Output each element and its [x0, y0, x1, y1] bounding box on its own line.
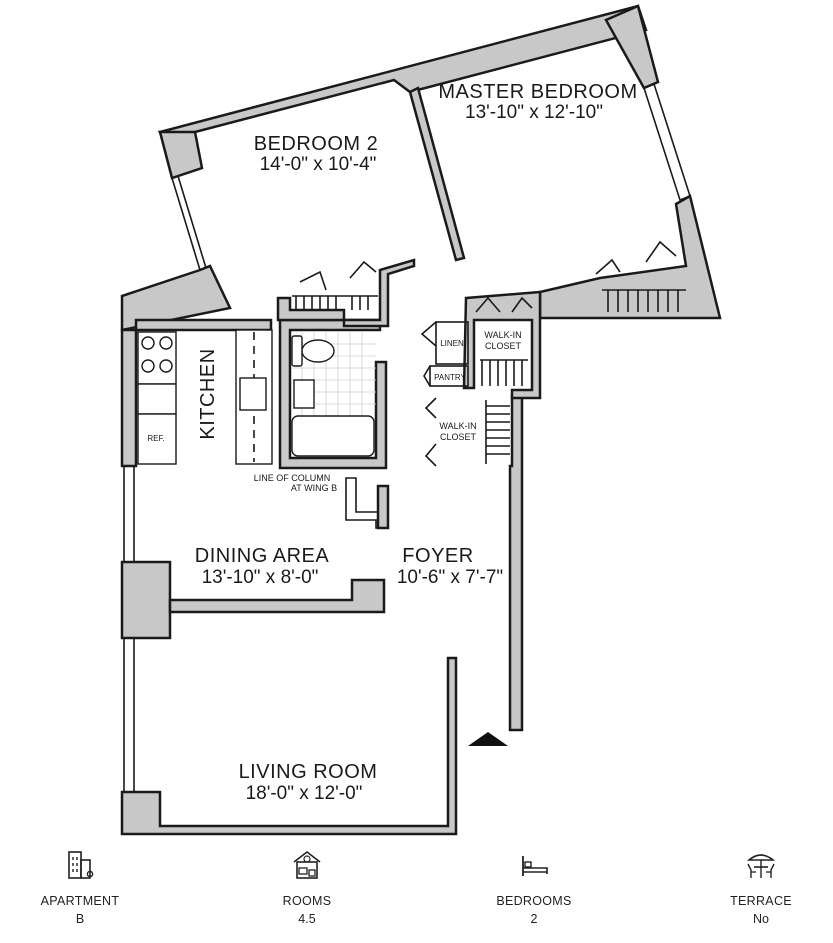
terrace-icon: [746, 854, 776, 878]
door-bedroom2-closet-a: [299, 270, 327, 291]
column-foyer: [376, 484, 390, 530]
closet-hatch-foyer: [485, 400, 510, 464]
room-bedroom2-name: BEDROOM 2: [254, 133, 379, 155]
door-foyer-closet-b: [424, 443, 437, 467]
stat-bedrooms-value: 2: [530, 912, 538, 926]
stat-terrace-value: No: [753, 912, 769, 926]
window-master: [643, 82, 691, 202]
room-living-name: LIVING ROOM: [239, 761, 378, 783]
pantry-closet: [429, 365, 469, 387]
room-dining-name: DINING AREA: [195, 545, 330, 567]
closet-hatch-bedroom2: [292, 295, 378, 310]
stat-terrace-label: TERRACE: [730, 894, 792, 908]
wall-dining-divider: [168, 578, 386, 614]
room-foyer-dims: 10'-6" x 7'-7": [397, 567, 503, 588]
door-foyer-closet-a: [424, 397, 437, 419]
bathtub: [291, 415, 375, 457]
wall-master-corner: [604, 4, 660, 90]
label-walkin-foyer-2: CLOSET: [440, 432, 477, 442]
wall-between-bedrooms: [408, 86, 466, 262]
room-master-name: MASTER BEDROOM: [438, 81, 637, 103]
door-pantry: [423, 365, 431, 387]
stat-terrace: TERRACE No: [681, 848, 833, 926]
entrance-arrow: [468, 732, 508, 746]
door-master-closet-b: [645, 240, 677, 263]
stat-bedrooms-label: BEDROOMS: [496, 894, 572, 908]
label-walkin-master-2: CLOSET: [485, 341, 522, 351]
bed-icon: [522, 856, 548, 876]
stat-apartment-label: APARTMENT: [40, 894, 120, 908]
house-icon: [293, 850, 321, 879]
room-kitchen-name: KITCHEN: [197, 348, 219, 439]
closet-hatch-walkin: [480, 359, 528, 386]
label-linen: LINEN: [440, 339, 464, 348]
room-bedroom2-dims: 14'-0" x 10'-4": [260, 154, 377, 175]
window-bedroom2: [171, 174, 207, 272]
wall-master-right: [538, 194, 722, 320]
apartment-stats: APARTMENT B ROOMS 4.5 BEDROOMS 2: [0, 848, 833, 943]
stat-apartment-value: B: [75, 912, 85, 926]
door-bedroom2-closet-b: [349, 260, 377, 279]
door-linen: [420, 321, 437, 347]
building-icon: [68, 851, 94, 879]
label-pantry: PANTRY: [434, 373, 466, 382]
label-column-1: LINE OF COLUMN: [254, 473, 331, 483]
stat-rooms-label: ROOMS: [282, 894, 332, 908]
column-line: [345, 477, 379, 529]
toilet-bowl: [301, 339, 335, 363]
wall-bedroom2-corner: [158, 130, 204, 180]
room-dining-dims: 13'-10" x 8'-0": [202, 567, 319, 588]
room-living-dims: 18'-0" x 12'-0": [246, 783, 363, 804]
stat-bedrooms: BEDROOMS 2: [454, 848, 614, 926]
door-master-closet-a: [595, 258, 621, 275]
window-living: [123, 637, 135, 793]
wall-bedroom2-closet: [276, 258, 416, 328]
room-foyer-name: FOYER: [402, 545, 473, 567]
sink: [239, 377, 267, 411]
column-dining: [120, 560, 172, 640]
label-walkin-master-1: WALK-IN: [484, 330, 521, 340]
refrigerator: [137, 413, 177, 465]
closet-hatch-master: [602, 289, 686, 312]
door-walkin-b: [511, 296, 533, 313]
door-walkin-a: [475, 296, 501, 313]
toilet-tank: [291, 335, 303, 367]
stat-rooms: ROOMS 4.5: [227, 848, 387, 926]
label-column-2: AT WING B: [291, 483, 337, 493]
bath-sink: [293, 379, 315, 409]
stat-rooms-value: 4.5: [298, 912, 316, 926]
wall-foyer-right: [508, 394, 524, 732]
wall-kitchen-left: [120, 328, 138, 468]
counter-left: [137, 383, 177, 415]
window-dining: [123, 465, 135, 563]
stat-apartment: APARTMENT B: [0, 848, 160, 926]
label-walkin-foyer-1: WALK-IN: [439, 421, 476, 431]
floor-plan: BEDROOM 2 14'-0" x 10'-4" MASTER BEDROOM…: [120, 4, 722, 836]
label-ref: REF.: [147, 434, 164, 443]
room-master-dims: 13'-10" x 12'-10": [465, 102, 603, 123]
wall-living-bottom: [120, 656, 458, 836]
wall-kitchen-top: [134, 318, 273, 332]
wall-closets: [462, 290, 542, 400]
linen-closet: [435, 321, 469, 365]
